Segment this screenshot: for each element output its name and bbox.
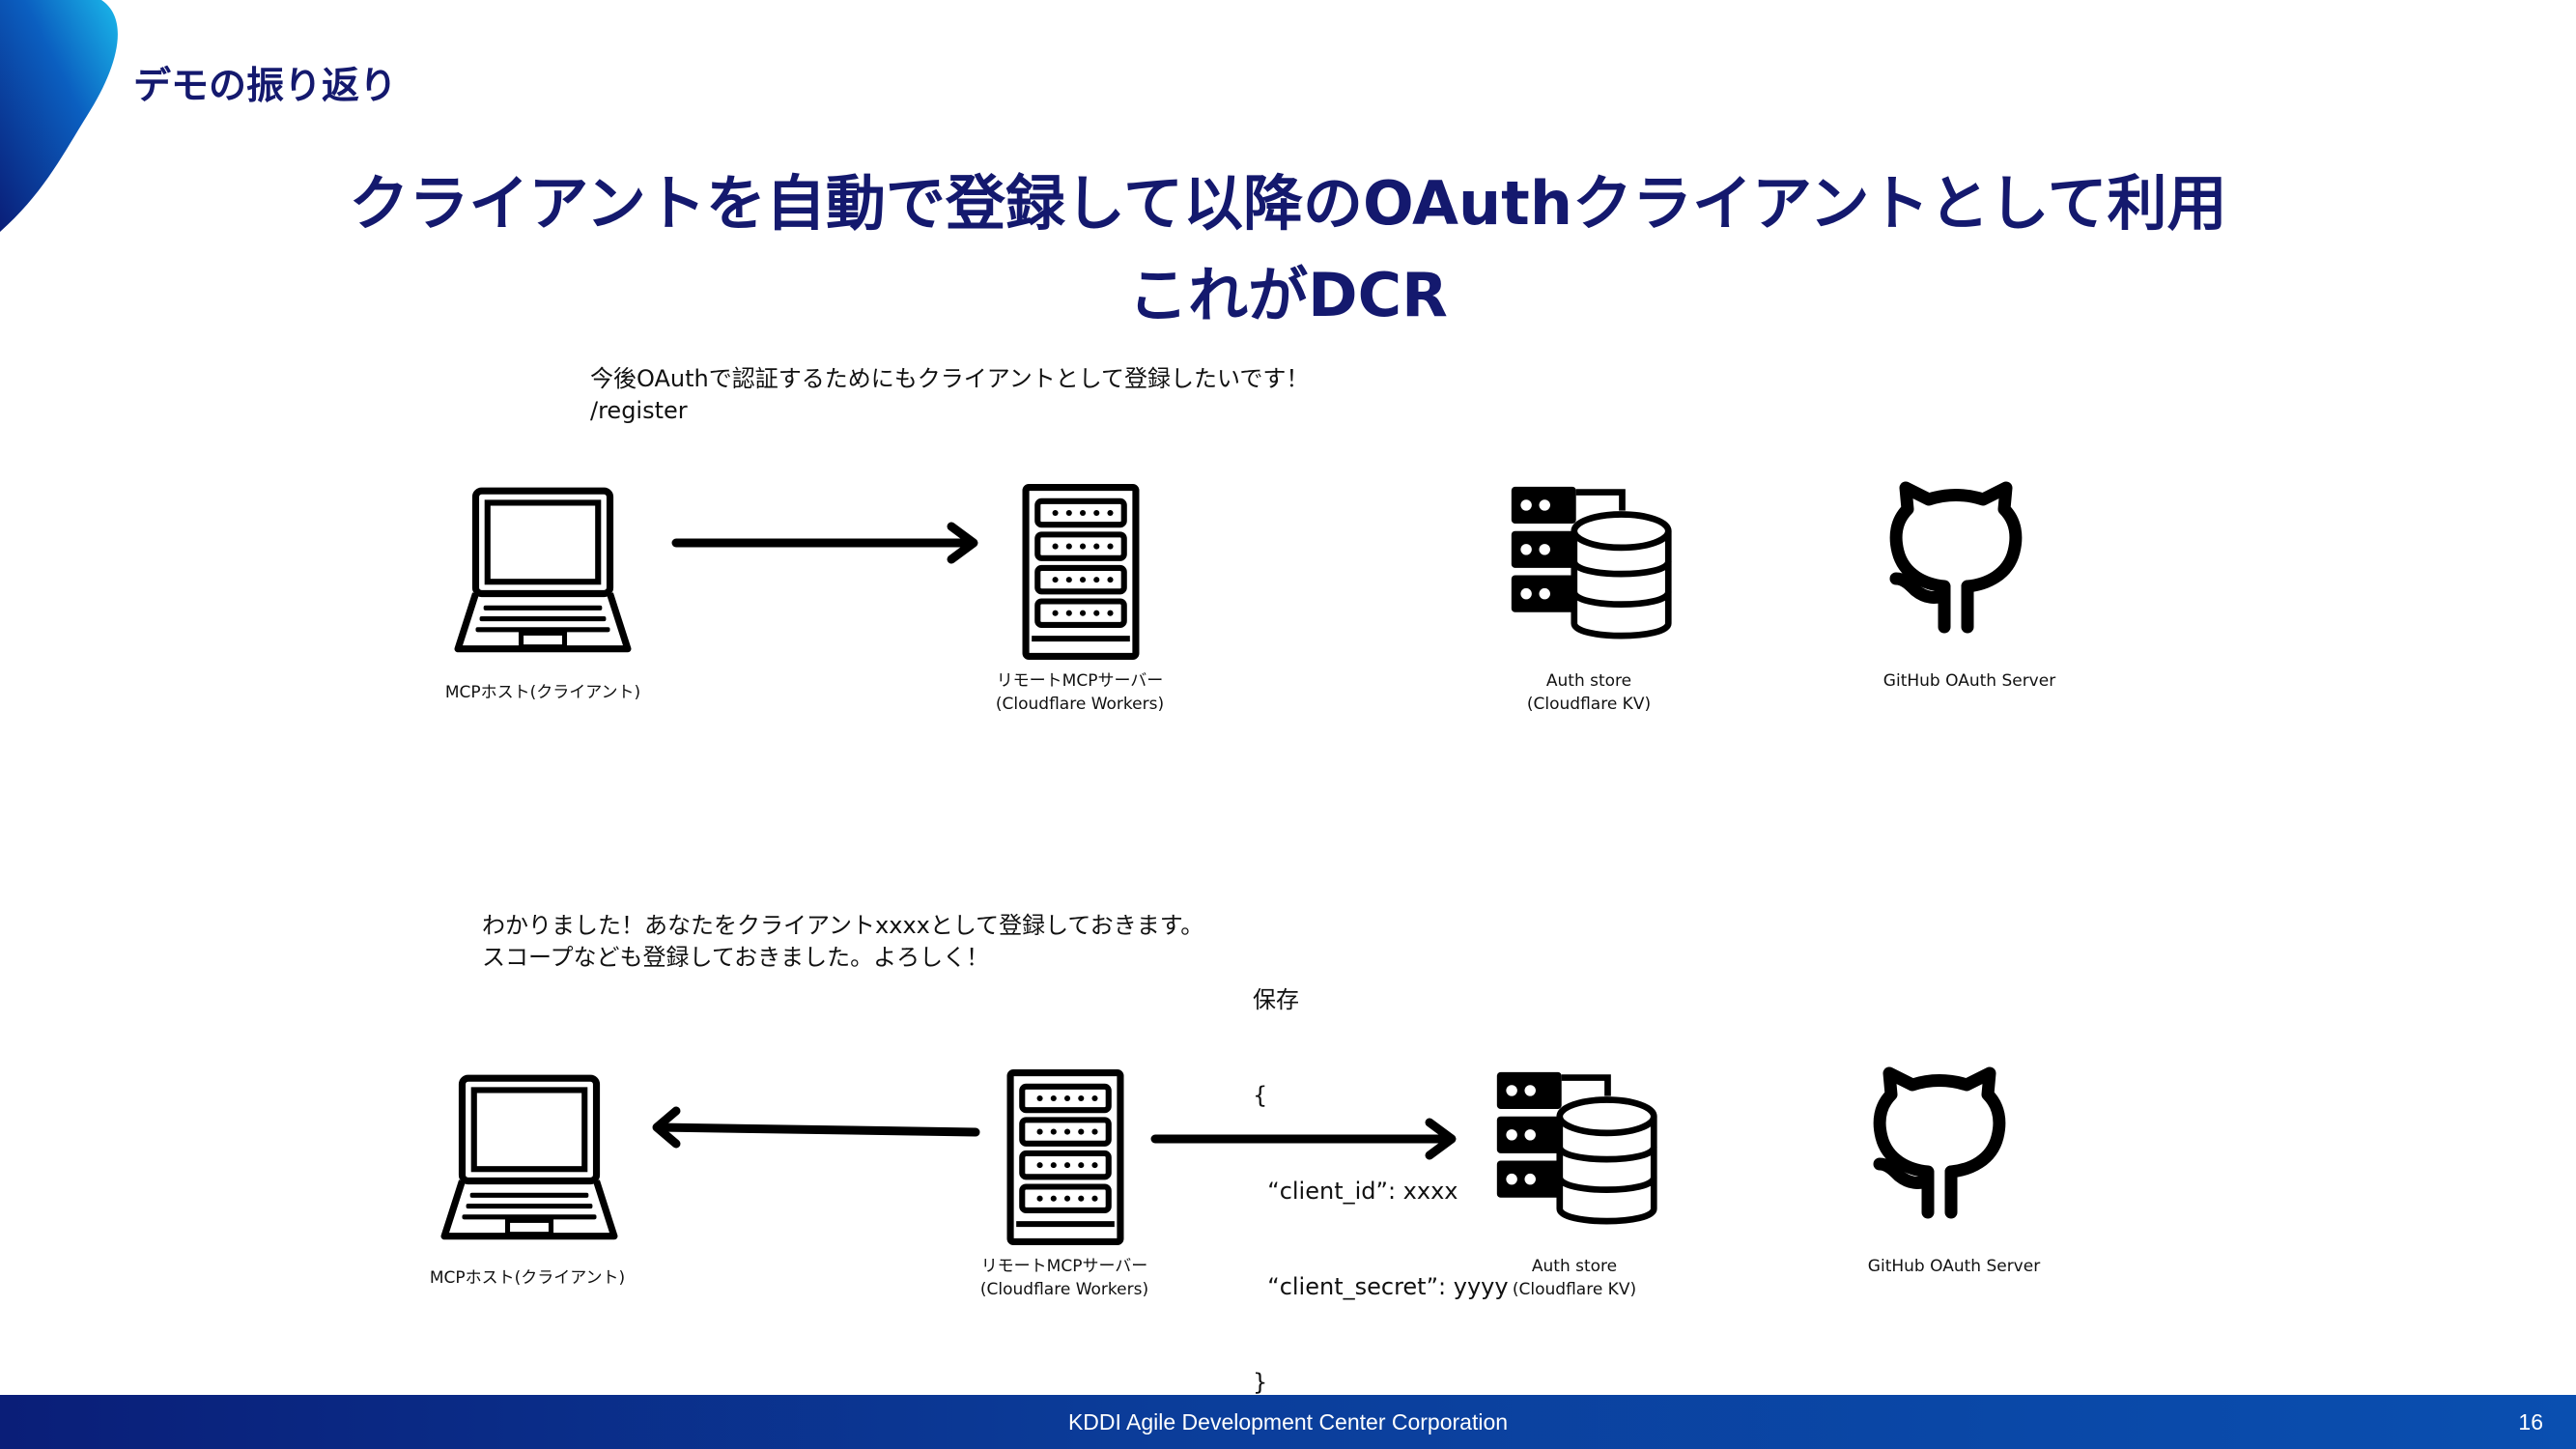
register-response-note: わかりました！あなたをクライアントxxxxとして登録しておきます。 スコープなど… (482, 910, 1203, 974)
register-request-note: 今後OAuthで認証するためにもクライアントとして登録したいです！ /regis… (590, 363, 1309, 427)
register-arrow (671, 522, 978, 564)
server-label-bottom: リモートMCPサーバー (Cloudflare Workers) (980, 1255, 1148, 1301)
server-label-top-line1: リモートMCPサーバー (996, 671, 1164, 691)
server-rack-icon (1022, 483, 1140, 661)
save-client-id: “client_id”: xxxx (1253, 1178, 1458, 1205)
github-label-top: GitHub OAuth Server (1882, 671, 2056, 691)
github-octocat-icon (1853, 1039, 2026, 1223)
register-request-text: 今後OAuthで認証するためにもクライアントとして登録したいです！ (590, 365, 1310, 392)
save-close-brace: } (1253, 1369, 1268, 1396)
save-title: 保存 (1253, 986, 1299, 1013)
server-label-top: リモートMCPサーバー (Cloudflare Workers) (996, 669, 1164, 716)
server-label-bottom-line1: リモートMCPサーバー (980, 1257, 1148, 1276)
store-label-top: Auth store (Cloudflare KV) (1527, 669, 1651, 716)
store-label-bottom-line1: Auth store (1531, 1257, 1618, 1276)
corner-decoration (0, 0, 118, 232)
store-label-bottom-line2: (Cloudflare KV) (1512, 1280, 1637, 1299)
save-note: 保存 { “client_id”: xxxx “client_secret”: … (1253, 921, 1509, 1431)
response-arrow (652, 1106, 980, 1149)
response-text-line1: わかりました！あなたをクライアントxxxxとして登録しておきます。 (482, 912, 1204, 939)
github-octocat-icon (1869, 454, 2043, 638)
database-icon (1502, 483, 1680, 649)
server-label-bottom-line2: (Cloudflare Workers) (979, 1280, 1149, 1299)
github-label-bottom: GitHub OAuth Server (1867, 1257, 2041, 1276)
save-open-brace: { (1253, 1082, 1268, 1109)
client-label-bottom: MCPホスト(クライアント) (429, 1268, 626, 1288)
store-label-bottom: Auth store (Cloudflare KV) (1513, 1255, 1636, 1301)
laptop-icon (454, 483, 632, 661)
footer-company: KDDI Agile Development Center Corporatio… (1067, 1409, 1509, 1435)
server-label-top-line2: (Cloudflare Workers) (995, 695, 1165, 714)
server-rack-icon (1006, 1068, 1124, 1246)
store-label-top-line1: Auth store (1545, 671, 1632, 691)
page-number: 16 (2518, 1409, 2543, 1435)
section-title: デモの振り返り (133, 65, 398, 108)
response-text-line2: スコープなども登録しておきました。よろしく！ (482, 944, 990, 971)
headline-line2: これがDCR (1128, 260, 1448, 330)
headline-line1: クライアントを自動で登録して以降のOAuthクライアントとして利用 (349, 168, 2227, 239)
footer-bar: KDDI Agile Development Center Corporatio… (0, 1395, 2576, 1449)
database-icon (1487, 1068, 1665, 1235)
register-endpoint-text: /register (590, 397, 688, 424)
save-client-secret: “client_secret”: yyyy (1253, 1273, 1509, 1300)
laptop-icon (440, 1070, 618, 1248)
store-label-top-line2: (Cloudflare KV) (1526, 695, 1652, 714)
client-label-top: MCPホスト(クライアント) (444, 683, 641, 702)
